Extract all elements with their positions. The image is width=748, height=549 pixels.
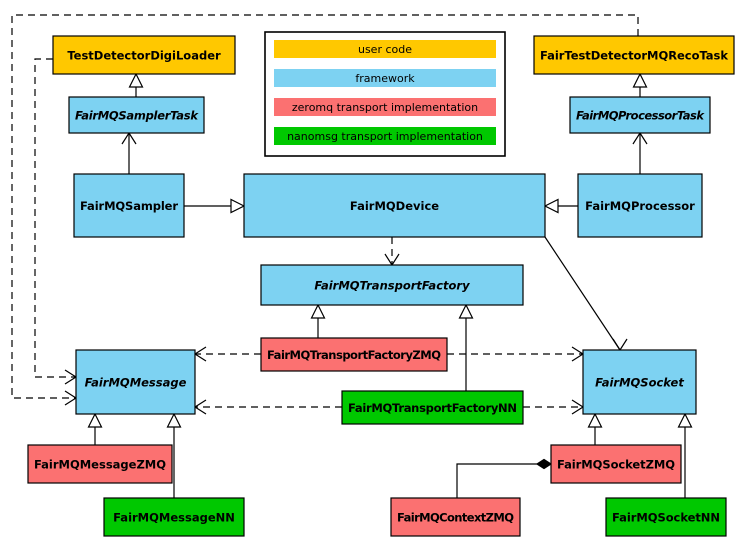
generalization-arrow-tf-zmq bbox=[310, 303, 326, 319]
class-box-FairMQSocketNN[interactable] bbox=[605, 497, 727, 537]
class-label-FairMQContextZMQ: FairMQContextZMQ bbox=[397, 511, 514, 525]
class-box-FairMQContextZMQ[interactable] bbox=[390, 497, 521, 537]
class-label-FairMQMessage: FairMQMessage bbox=[85, 376, 187, 390]
generalization-arrow-digiloader bbox=[128, 72, 144, 88]
edge-device-socket bbox=[544, 236, 621, 351]
class-node-FairMQMessageNN[interactable]: FairMQMessageNN bbox=[103, 497, 245, 537]
edge-socketzmq-contextzmq bbox=[456, 463, 537, 498]
class-box-FairMQDevice[interactable] bbox=[243, 173, 546, 238]
class-box-FairMQTransportFactory[interactable] bbox=[260, 264, 524, 306]
class-label-TestDetectorDigiLoader: TestDetectorDigiLoader bbox=[67, 49, 221, 63]
class-label-FairMQMessageNN: FairMQMessageNN bbox=[113, 511, 235, 525]
class-box-FairMQSocket[interactable] bbox=[582, 349, 697, 415]
class-node-FairMQSocketZMQ[interactable]: FairMQSocketZMQ bbox=[550, 444, 682, 484]
legend: user code framework zeromq transport imple… bbox=[264, 31, 506, 157]
class-node-FairMQSampler[interactable]: FairMQSampler bbox=[73, 173, 185, 238]
class-box-FairMQMessage[interactable] bbox=[75, 349, 196, 415]
class-node-FairMQDevice[interactable]: FairMQDevice bbox=[243, 173, 546, 238]
generalization-arrow-recotask bbox=[632, 72, 648, 88]
class-box-FairMQProcessor[interactable] bbox=[577, 173, 703, 238]
class-node-FairMQProcessorTask[interactable]: FairMQProcessorTask bbox=[569, 96, 711, 134]
class-node-FairTestDetectorMQRecoTask[interactable]: FairTestDetectorMQRecoTask bbox=[533, 35, 735, 75]
generalization-arrow-message-zmq bbox=[87, 412, 103, 428]
association-arrow-socket-top bbox=[612, 338, 628, 352]
class-box-FairMQProcessorTask[interactable] bbox=[569, 96, 711, 134]
generalization-arrow-device-left bbox=[230, 198, 246, 214]
class-node-FairMQProcessor[interactable]: FairMQProcessor bbox=[577, 173, 703, 238]
generalization-arrow-socket-nn bbox=[677, 412, 693, 428]
generalization-arrow-tf-nn bbox=[458, 303, 474, 319]
generalization-arrow-message-nn bbox=[166, 412, 182, 428]
legend-label-1: framework bbox=[355, 72, 415, 85]
class-node-FairMQTransportFactoryNN[interactable]: FairMQTransportFactoryNN bbox=[341, 390, 524, 425]
legend-label-2: zeromq transport implementation bbox=[292, 101, 478, 114]
class-label-FairMQSocketNN: FairMQSocketNN bbox=[612, 511, 720, 525]
class-label-FairMQTransportFactory: FairMQTransportFactory bbox=[314, 279, 470, 293]
class-box-FairMQMessageZMQ[interactable] bbox=[27, 444, 173, 484]
class-box-FairMQTransportFactoryNN[interactable] bbox=[341, 390, 524, 425]
class-node-TestDetectorDigiLoader[interactable]: TestDetectorDigiLoader bbox=[52, 35, 236, 75]
class-label-FairMQSocket: FairMQSocket bbox=[595, 376, 684, 390]
class-label-FairMQDevice: FairMQDevice bbox=[350, 199, 439, 213]
composition-diamond-socketzmq bbox=[535, 458, 553, 470]
class-node-FairMQSocket[interactable]: FairMQSocket bbox=[582, 349, 697, 415]
class-box-FairTestDetectorMQRecoTask[interactable] bbox=[533, 35, 735, 75]
class-node-FairMQTransportFactoryZMQ[interactable]: FairMQTransportFactoryZMQ bbox=[260, 337, 448, 372]
legend-swatch-3 bbox=[274, 127, 496, 145]
edge-recotask-message bbox=[11, 14, 639, 399]
legend-swatch-2 bbox=[274, 98, 496, 116]
class-label-FairMQProcessor: FairMQProcessor bbox=[585, 199, 695, 213]
legend-swatch-1 bbox=[274, 69, 496, 87]
class-node-FairMQTransportFactory[interactable]: FairMQTransportFactory bbox=[260, 264, 524, 306]
class-label-FairMQTransportFactoryZMQ: FairMQTransportFactoryZMQ bbox=[267, 348, 441, 362]
class-label-FairMQSamplerTask: FairMQSamplerTask bbox=[75, 109, 199, 123]
class-node-FairMQMessage[interactable]: FairMQMessage bbox=[75, 349, 196, 415]
class-box-FairMQMessageNN[interactable] bbox=[103, 497, 245, 537]
legend-label-3: nanomsg transport implementation bbox=[287, 130, 483, 143]
class-label-FairTestDetectorMQRecoTask: FairTestDetectorMQRecoTask bbox=[540, 49, 728, 63]
class-node-FairMQMessageZMQ[interactable]: FairMQMessageZMQ bbox=[27, 444, 173, 484]
class-node-FairMQContextZMQ[interactable]: FairMQContextZMQ bbox=[390, 497, 521, 537]
generalization-arrow-socket-zmq bbox=[587, 412, 603, 428]
class-box-FairMQTransportFactoryZMQ[interactable] bbox=[260, 337, 448, 372]
class-box-FairMQSamplerTask[interactable] bbox=[68, 96, 205, 134]
generalization-arrow-device-right bbox=[543, 198, 559, 214]
node-layer: TestDetectorDigiLoader FairTestDetectorMQ… bbox=[27, 35, 735, 537]
class-box-FairMQSampler[interactable] bbox=[73, 173, 185, 238]
class-box-TestDetectorDigiLoader[interactable] bbox=[52, 35, 236, 75]
class-label-FairMQTransportFactoryNN: FairMQTransportFactoryNN bbox=[348, 401, 517, 415]
class-label-FairMQSampler: FairMQSampler bbox=[80, 199, 178, 213]
class-box-FairMQSocketZMQ[interactable] bbox=[550, 444, 682, 484]
class-node-FairMQSocketNN[interactable]: FairMQSocketNN bbox=[605, 497, 727, 537]
class-label-FairMQMessageZMQ: FairMQMessageZMQ bbox=[34, 458, 166, 472]
class-label-FairMQProcessorTask: FairMQProcessorTask bbox=[576, 109, 705, 123]
class-node-FairMQSamplerTask[interactable]: FairMQSamplerTask bbox=[68, 96, 205, 134]
legend-swatch-0 bbox=[274, 40, 496, 58]
class-label-FairMQSocketZMQ: FairMQSocketZMQ bbox=[557, 458, 675, 472]
edge-layer bbox=[11, 14, 693, 498]
legend-label-0: user code bbox=[358, 43, 412, 56]
